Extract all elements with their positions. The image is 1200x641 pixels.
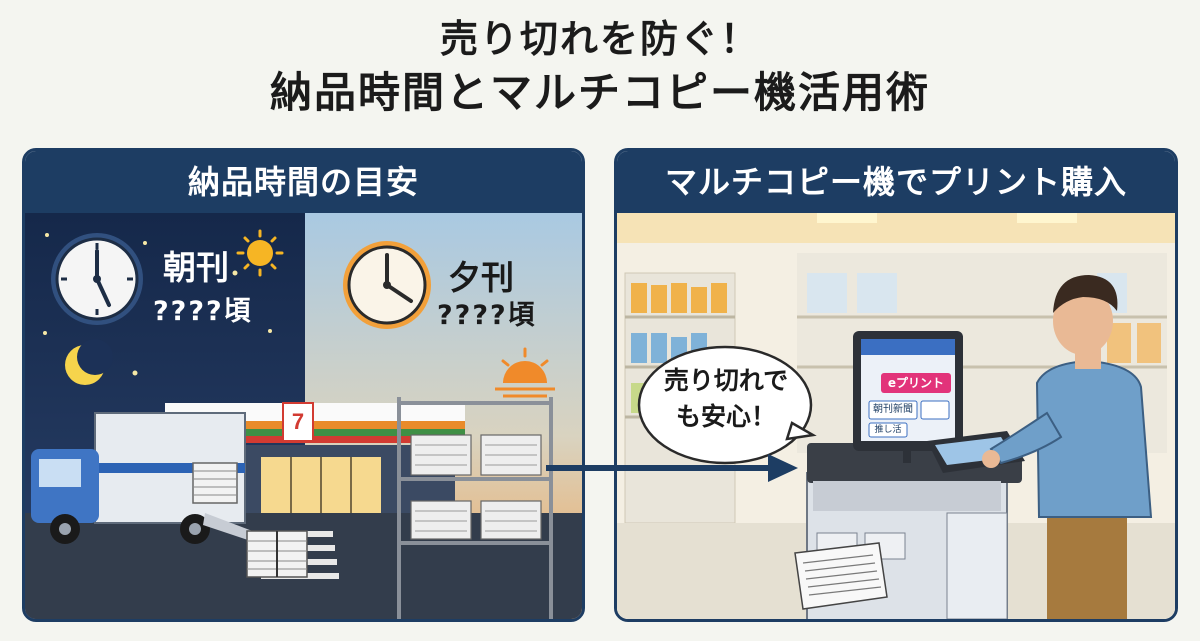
speech-bubble bbox=[637, 345, 817, 465]
convenience-store-interior-scene bbox=[617, 213, 1175, 619]
screen-button-oshikatsu: 推し活 bbox=[874, 425, 902, 435]
sun-icon bbox=[236, 229, 284, 277]
moon-icon bbox=[65, 339, 113, 385]
evening-paper-time: ????頃 bbox=[437, 300, 537, 331]
morning-paper-time: ????頃 bbox=[153, 296, 253, 327]
multicopy-print-panel: マルチコピー機でプリント購入 bbox=[614, 148, 1178, 622]
delivery-panel-heading: 納品時間の目安 bbox=[25, 151, 582, 213]
morning-clock-icon bbox=[51, 233, 143, 325]
svg-text:7: 7 bbox=[292, 409, 304, 434]
delivery-time-panel: 納品時間の目安 bbox=[22, 148, 585, 622]
multicopy-panel-heading: マルチコピー機でプリント購入 bbox=[617, 151, 1175, 213]
customer-person-icon bbox=[982, 275, 1153, 619]
evening-paper-label: 夕刊 bbox=[448, 258, 514, 297]
speech-bubble-text: 売り切れでも安心！ bbox=[663, 366, 789, 431]
convenience-store-night-scene: 7 bbox=[25, 213, 582, 619]
ceiling-light-icon bbox=[817, 213, 1077, 223]
title-line-2: 納品時間とマルチコピー機活用術 bbox=[269, 68, 930, 117]
title-line-1: 売り切れを防ぐ！ bbox=[439, 17, 760, 61]
stars-icon bbox=[43, 233, 272, 376]
newspaper-rack-icon bbox=[397, 397, 553, 619]
morning-paper-label: 朝刊 bbox=[163, 248, 229, 287]
sunset-icon bbox=[495, 347, 555, 398]
page-title: 売り切れを防ぐ！ 納品時間とマルチコピー機活用術 bbox=[0, 14, 1200, 122]
newspaper-bundle-icon bbox=[192, 462, 308, 578]
multicopy-machine-icon bbox=[794, 331, 1025, 619]
evening-clock-icon bbox=[343, 241, 431, 329]
screen-eprint-header: eプリント bbox=[887, 376, 945, 390]
screen-button-newspaper: 朝刊新聞 bbox=[873, 404, 913, 415]
